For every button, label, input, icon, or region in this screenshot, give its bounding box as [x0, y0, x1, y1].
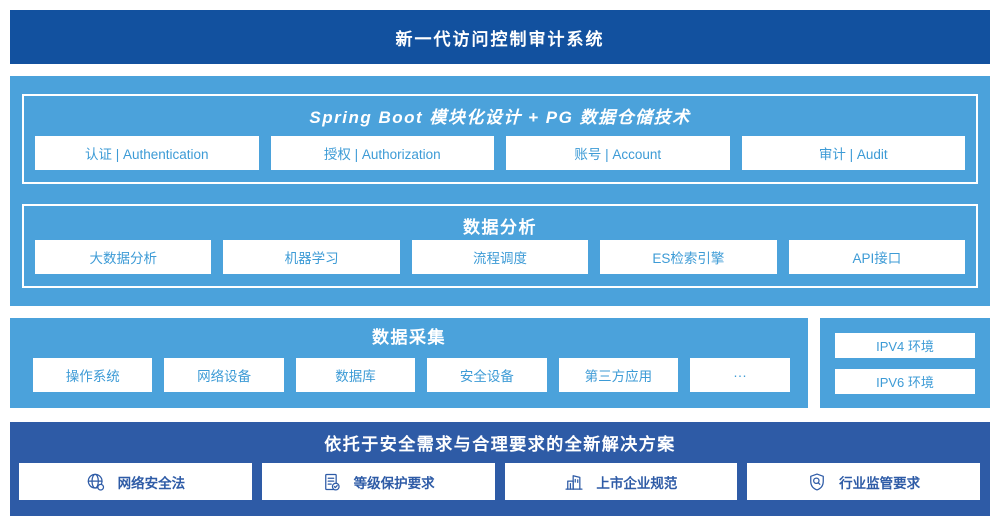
data-analysis-title: 数据分析 [463, 218, 537, 237]
data-collection-title: 数据采集 [372, 328, 446, 347]
ipv6-environment-box: IPV6 环境 [835, 368, 975, 394]
platform-panel: Spring Boot 模块化设计 + PG 数据仓储技术 认证 | Authe… [10, 76, 990, 306]
ip-environment-panel: IPV4 环境 IPV6 环境 [820, 318, 990, 408]
module-security-device: 安全设备 [427, 358, 547, 392]
module-account: 账号 | Account [506, 136, 730, 170]
solution-item-label: 上市企业规范 [596, 475, 678, 491]
spring-boot-title: Spring Boot 模块化设计 + PG 数据仓储技术 [309, 108, 691, 127]
solution-item-industry-regulation: 行业监管要求 [747, 463, 980, 500]
module-authentication: 认证 | Authentication [35, 136, 259, 170]
data-analysis-section: 数据分析 大数据分析 机器学习 流程调度 ES检索引擎 API接口 [22, 204, 978, 288]
solution-item-label: 行业监管要求 [839, 475, 921, 491]
title-banner: 新一代访问控制审计系统 [10, 10, 990, 64]
globe-icon [86, 472, 106, 492]
building-icon [564, 472, 584, 492]
module-third-party-app: 第三方应用 [558, 358, 679, 392]
document-check-icon [322, 472, 342, 492]
module-audit: 审计 | Audit [741, 136, 965, 170]
module-database: 数据库 [295, 358, 416, 392]
spring-boot-section: Spring Boot 模块化设计 + PG 数据仓储技术 认证 | Authe… [22, 94, 978, 184]
module-api: API接口 [788, 240, 966, 274]
module-operating-system: 操作系统 [33, 358, 153, 392]
solution-item-label: 网络安全法 [117, 475, 186, 491]
data-analysis-module-row: 大数据分析 机器学习 流程调度 ES检索引擎 API接口 [35, 240, 966, 274]
module-es-search: ES检索引擎 [600, 240, 777, 274]
solution-item-listed-company: 上市企业规范 [504, 463, 738, 500]
module-ellipsis: ··· [690, 358, 791, 392]
solution-row: 网络安全法 等级保护要求 [19, 463, 980, 500]
solution-panel: 依托于安全需求与合理要求的全新解决方案 网络安全法 [10, 422, 990, 516]
module-machine-learning: 机器学习 [223, 240, 400, 274]
solution-item-cybersecurity-law: 网络安全法 [19, 463, 252, 500]
solution-title: 依托于安全需求与合理要求的全新解决方案 [324, 435, 676, 454]
solution-item-label: 等级保护要求 [353, 475, 435, 491]
ipv4-environment-box: IPV4 环境 [835, 332, 975, 358]
module-flow-scheduling: 流程调度 [411, 240, 589, 274]
shield-search-icon [807, 472, 827, 492]
module-authorization: 授权 | Authorization [270, 136, 494, 170]
module-network-device: 网络设备 [164, 358, 284, 392]
page-title: 新一代访问控制审计系统 [395, 29, 605, 49]
data-collection-module-row: 操作系统 网络设备 数据库 安全设备 第三方应用 ··· [33, 358, 791, 392]
module-big-data-analysis: 大数据分析 [35, 240, 212, 274]
spring-boot-module-row: 认证 | Authentication 授权 | Authorization 账… [35, 136, 965, 170]
data-collection-panel: 数据采集 操作系统 网络设备 数据库 安全设备 第三方应用 ··· [10, 318, 808, 408]
solution-item-classified-protection: 等级保护要求 [261, 463, 495, 500]
